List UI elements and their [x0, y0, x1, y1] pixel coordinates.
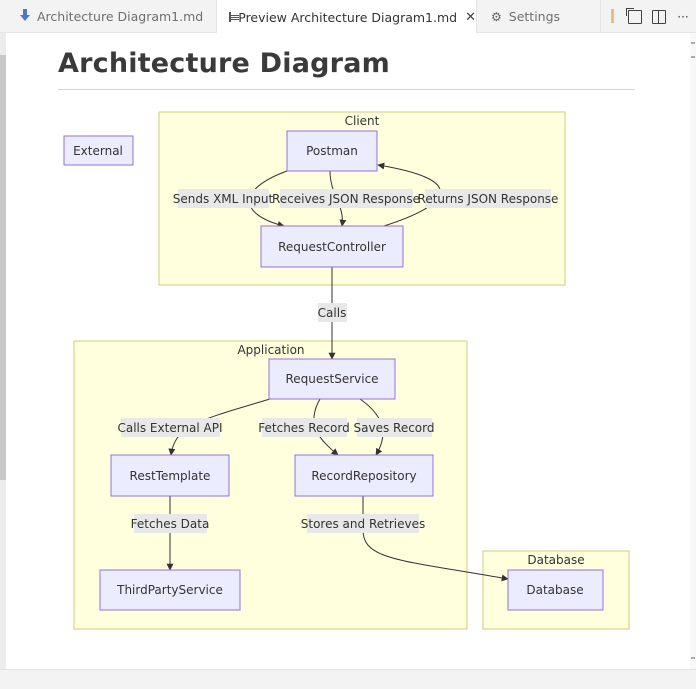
edge-label-fetches-data: Fetches Data	[131, 514, 210, 533]
svg-text:Returns JSON Response: Returns JSON Response	[418, 192, 559, 206]
edge-stores-retrieves	[362, 496, 509, 582]
title-divider	[58, 89, 635, 90]
vertical-scrollbar[interactable]	[690, 33, 696, 669]
close-icon[interactable]: ✕	[465, 9, 476, 25]
svg-text:RestTemplate: RestTemplate	[130, 469, 211, 483]
edge-label-stores-retrieves: Stores and Retrieves	[301, 514, 425, 533]
svg-text:Fetches Data: Fetches Data	[131, 517, 210, 531]
tab-architecture-diagram-md[interactable]: Architecture Diagram1.md	[0, 0, 217, 33]
edge-label-receives-json: Receives JSON Response	[272, 189, 420, 208]
svg-text:RequestService: RequestService	[285, 372, 378, 386]
status-bar	[0, 669, 696, 689]
page-title: Architecture Diagram	[58, 48, 390, 79]
node-database[interactable]: Database	[507, 569, 604, 611]
svg-text:Fetches Record: Fetches Record	[258, 421, 349, 435]
split-editor-icon[interactable]	[652, 9, 666, 24]
svg-text:Postman: Postman	[306, 144, 358, 158]
scrollbar-marker	[691, 42, 695, 44]
node-postman[interactable]: Postman	[286, 130, 378, 172]
preview-icon	[229, 12, 241, 22]
tab-label: Preview Architecture Diagram1.md	[238, 9, 458, 25]
editor-actions: ···	[626, 0, 690, 33]
tab-bar: Architecture Diagram1.md Preview Archite…	[0, 0, 696, 34]
node-record-repository[interactable]: RecordRepository	[294, 454, 434, 497]
svg-text:RecordRepository: RecordRepository	[311, 469, 416, 483]
edge-label-calls: Calls	[318, 303, 347, 322]
svg-text:Calls External API: Calls External API	[117, 421, 222, 435]
scrollbar-marker	[691, 56, 695, 58]
edge-label-calls-external: Calls External API	[117, 418, 223, 437]
open-source-icon[interactable]	[626, 7, 642, 24]
more-actions-icon[interactable]: ···	[677, 9, 689, 24]
tab-label: Architecture Diagram1.md	[37, 9, 204, 24]
tab-label: Settings	[508, 9, 561, 24]
node-request-service[interactable]: RequestService	[268, 358, 396, 400]
svg-text:ThirdPartyService: ThirdPartyService	[116, 583, 223, 597]
sidebar-edge-shade	[0, 55, 6, 480]
settings-icon: ⚙	[491, 9, 502, 24]
cluster-application-label: Application	[237, 343, 304, 357]
svg-text:Calls: Calls	[318, 306, 347, 320]
svg-text:Database: Database	[526, 583, 583, 597]
node-rest-template[interactable]: RestTemplate	[110, 454, 230, 497]
cluster-client-label: Client	[345, 114, 380, 128]
edge-label-fetches-record: Fetches Record	[258, 418, 350, 437]
svg-text:RequestController: RequestController	[278, 240, 386, 254]
tab-overflow-marker	[611, 9, 614, 23]
svg-text:Receives JSON Response: Receives JSON Response	[272, 192, 420, 206]
svg-text:Sends XML Input: Sends XML Input	[173, 192, 274, 206]
markdown-icon	[20, 9, 30, 24]
edge-label-sends-xml: Sends XML Input	[173, 189, 274, 208]
edge-label-saves-record: Saves Record	[354, 418, 435, 437]
node-external[interactable]: External	[63, 135, 134, 166]
svg-text:Saves Record: Saves Record	[354, 421, 435, 435]
svg-text:Stores and Retrieves: Stores and Retrieves	[301, 517, 425, 531]
tab-preview-architecture-diagram-md[interactable]: Preview Architecture Diagram1.md ✕	[217, 0, 477, 34]
svg-text:External: External	[73, 144, 123, 158]
cluster-database-label: Database	[527, 553, 584, 567]
tab-settings[interactable]: ⚙ Settings	[477, 0, 601, 33]
scrollbar-marker	[691, 657, 695, 659]
node-request-controller[interactable]: RequestController	[260, 225, 404, 268]
edge-label-returns-json: Returns JSON Response	[418, 189, 559, 208]
node-third-party-service[interactable]: ThirdPartyService	[99, 569, 241, 611]
